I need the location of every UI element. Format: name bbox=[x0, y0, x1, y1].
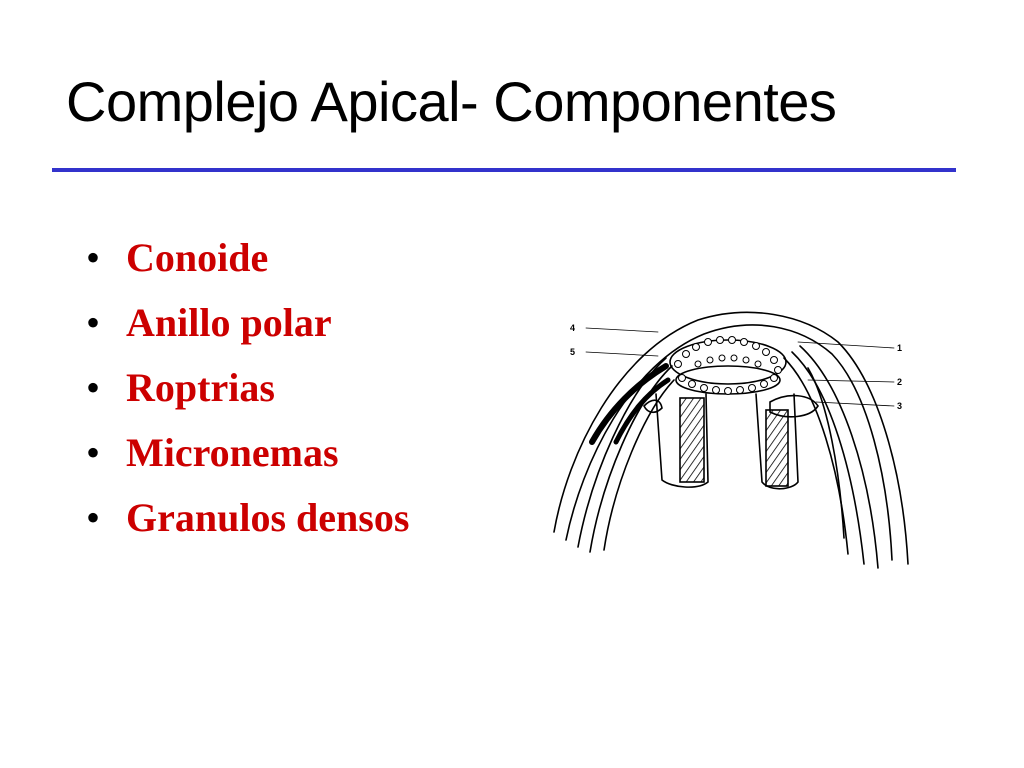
apical-complex-drawing: 1 2 3 4 5 bbox=[553, 311, 909, 569]
apical-complex-illustration: 1 2 3 4 5 bbox=[548, 302, 943, 584]
bullet-text: Anillo polar bbox=[126, 300, 332, 345]
figure-label: 3 bbox=[897, 401, 902, 411]
bullet-text: Conoide bbox=[126, 235, 269, 280]
figure-label: 1 bbox=[897, 343, 902, 353]
slide-title: Complejo Apical- Componentes bbox=[66, 70, 837, 133]
figure-label: 5 bbox=[570, 347, 575, 357]
title-divider bbox=[52, 168, 956, 172]
figure-label: 2 bbox=[897, 377, 902, 387]
bullet-dot-icon: • bbox=[86, 235, 101, 280]
bullet-dot-icon: • bbox=[86, 430, 101, 475]
bullet-dot-icon: • bbox=[86, 365, 101, 410]
bullet-text: Micronemas bbox=[126, 430, 339, 475]
bullet-text: Roptrias bbox=[126, 365, 275, 410]
bullet-dot-icon: • bbox=[86, 495, 101, 540]
figure-label: 4 bbox=[570, 323, 575, 333]
bullet-text: Granulos densos bbox=[126, 495, 410, 540]
bullet-dot-icon: • bbox=[86, 300, 101, 345]
